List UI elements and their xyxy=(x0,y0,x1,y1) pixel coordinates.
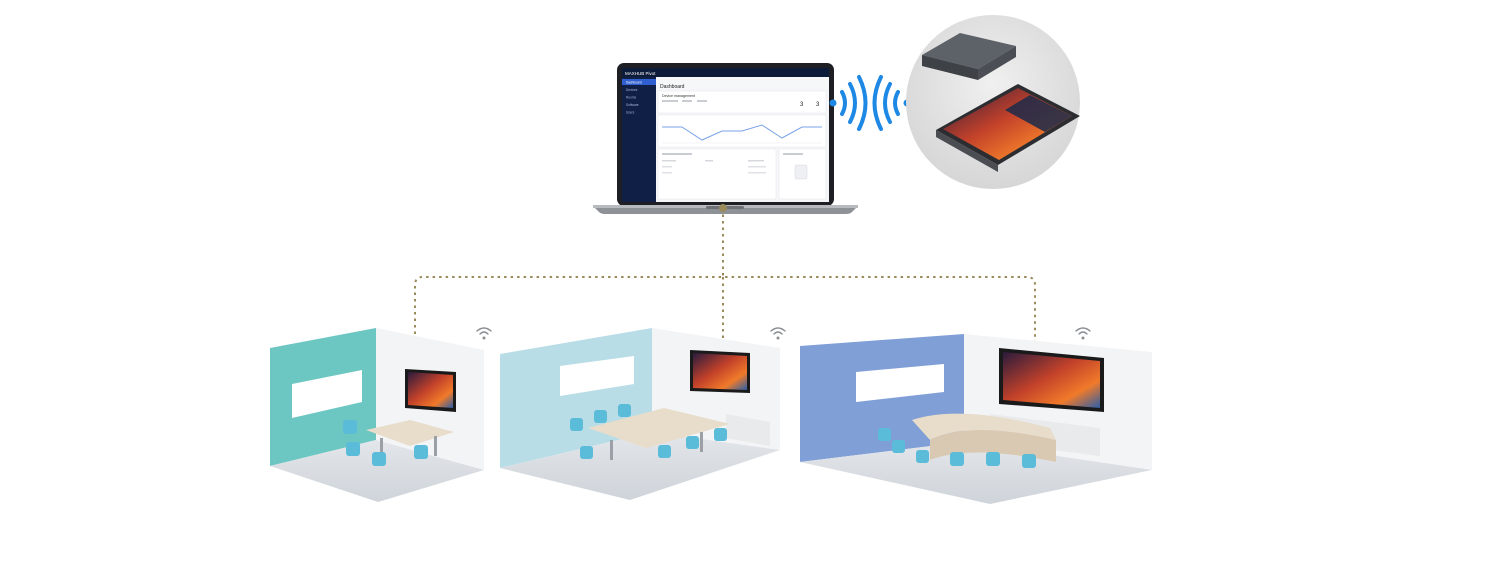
app-stat-1: 3 xyxy=(800,102,804,108)
meeting-table xyxy=(366,420,454,458)
meeting-table xyxy=(912,413,1056,462)
whiteboard xyxy=(856,364,944,402)
credenza xyxy=(726,414,770,446)
app-brand: MAXHUB Pivot xyxy=(625,71,656,76)
wall-display xyxy=(690,350,750,393)
app-page-title: Dashboard xyxy=(660,84,685,90)
wall-display xyxy=(999,348,1104,412)
small-meeting-room xyxy=(270,327,492,502)
chairs xyxy=(343,420,428,466)
medium-meeting-room xyxy=(500,327,786,500)
app-table xyxy=(662,153,766,174)
sidebar-item: Devices xyxy=(626,88,638,92)
sidebar-item: Users xyxy=(626,111,635,115)
touch-panel-icon xyxy=(936,84,1080,172)
room-wifi-icon xyxy=(476,327,492,340)
wifi-signal-icon xyxy=(829,75,911,131)
device-bundle xyxy=(906,15,1080,189)
sidebar-item: Dashboard xyxy=(626,81,642,85)
sidebar-item: Rooms xyxy=(626,96,637,100)
meeting-table xyxy=(588,408,730,460)
laptop-icon: MAXHUB Pivot DashboardDevicesRoomsSoftwa… xyxy=(593,63,858,214)
whiteboard xyxy=(560,356,634,396)
wall-display xyxy=(405,369,456,412)
room-wifi-icon xyxy=(770,327,786,340)
app-section-title: Device management xyxy=(662,94,695,98)
chairs xyxy=(570,404,727,459)
mini-pc-icon xyxy=(922,33,1016,80)
app-stat-2: 3 xyxy=(816,102,820,108)
sidebar-item: Software xyxy=(626,103,639,107)
room-wifi-icon xyxy=(1075,327,1091,340)
chairs xyxy=(878,428,1036,468)
whiteboard xyxy=(292,370,362,418)
large-meeting-room xyxy=(800,327,1152,504)
